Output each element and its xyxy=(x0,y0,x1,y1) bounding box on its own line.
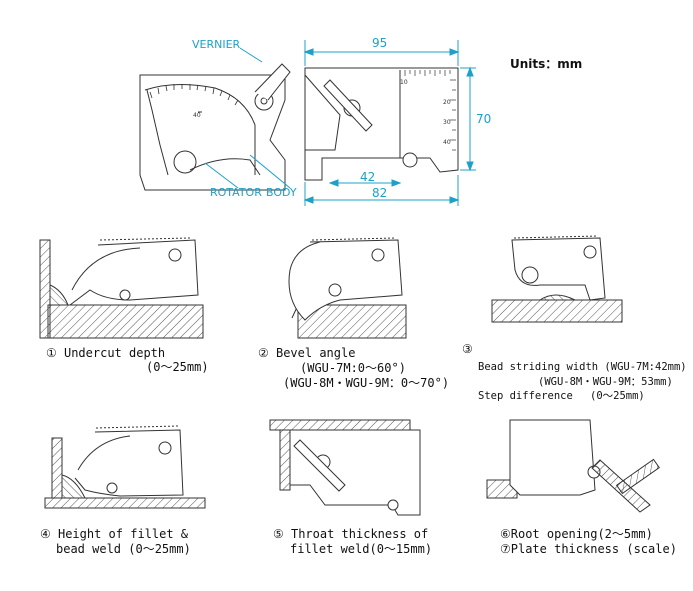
svg-text:40: 40 xyxy=(193,112,201,119)
svg-text:10: 10 xyxy=(400,79,408,86)
vernier-label: VERNIER xyxy=(192,38,241,51)
panel-bevel xyxy=(288,237,407,339)
panel2-range-8m9m: (WGU-8M・WGU-9M：0～70°) xyxy=(283,376,450,390)
panel4-range: bead weld (0～25mm) xyxy=(56,542,191,556)
panel3-bead-width-8m9m: (WGU-8M・WGU-9M：53mm) xyxy=(538,376,673,388)
dimension-70: 70 xyxy=(476,112,492,126)
panel2-range-7m: (WGU-7M:0～60°) xyxy=(300,361,406,375)
panel-bead-striding xyxy=(491,235,623,323)
panel-undercut xyxy=(39,237,204,339)
panel3-step-difference: Step difference xyxy=(478,390,573,402)
panel6-caption: ⑥Root opening(2～5mm) xyxy=(500,527,653,541)
gauge-side-view xyxy=(304,67,459,181)
panel-fillet-height xyxy=(44,425,206,509)
panel7-caption: ⑦Plate thickness (scale) xyxy=(500,542,677,556)
dimension-82: 82 xyxy=(372,186,388,200)
panel3-step-range: (0～25mm) xyxy=(590,390,645,402)
panel1-caption: ① Undercut depth xyxy=(46,346,166,360)
dimension-95: 95 xyxy=(372,36,388,50)
panel-throat xyxy=(269,419,421,516)
svg-text:20: 20 xyxy=(443,99,451,106)
panel3-bead-width: Bead striding width (WGU-7M:42mm) xyxy=(478,361,687,373)
gauge-front-view xyxy=(139,63,291,191)
body-label: BODY xyxy=(266,186,297,199)
panel5-range: fillet weld(0～15mm) xyxy=(290,542,433,556)
body-scale-ticks xyxy=(404,70,456,151)
panel2-caption: ② Bevel angle xyxy=(258,346,356,360)
rotator-scale-ticks xyxy=(149,84,239,106)
rotator-label: ROTATOR xyxy=(210,186,262,199)
panel1-range: (0～25mm) xyxy=(146,360,209,374)
panel5-caption: ⑤ Throat thickness of xyxy=(273,527,429,541)
units-label: Units：mm xyxy=(510,57,583,71)
panel-root-opening xyxy=(486,419,660,513)
svg-text:30: 30 xyxy=(443,119,451,126)
svg-text:40: 40 xyxy=(443,139,451,146)
panel4-caption: ④ Height of fillet & xyxy=(40,527,189,541)
dimension-lines xyxy=(204,40,476,206)
panel3-number: ③ xyxy=(462,342,473,356)
dimension-42: 42 xyxy=(360,170,376,184)
